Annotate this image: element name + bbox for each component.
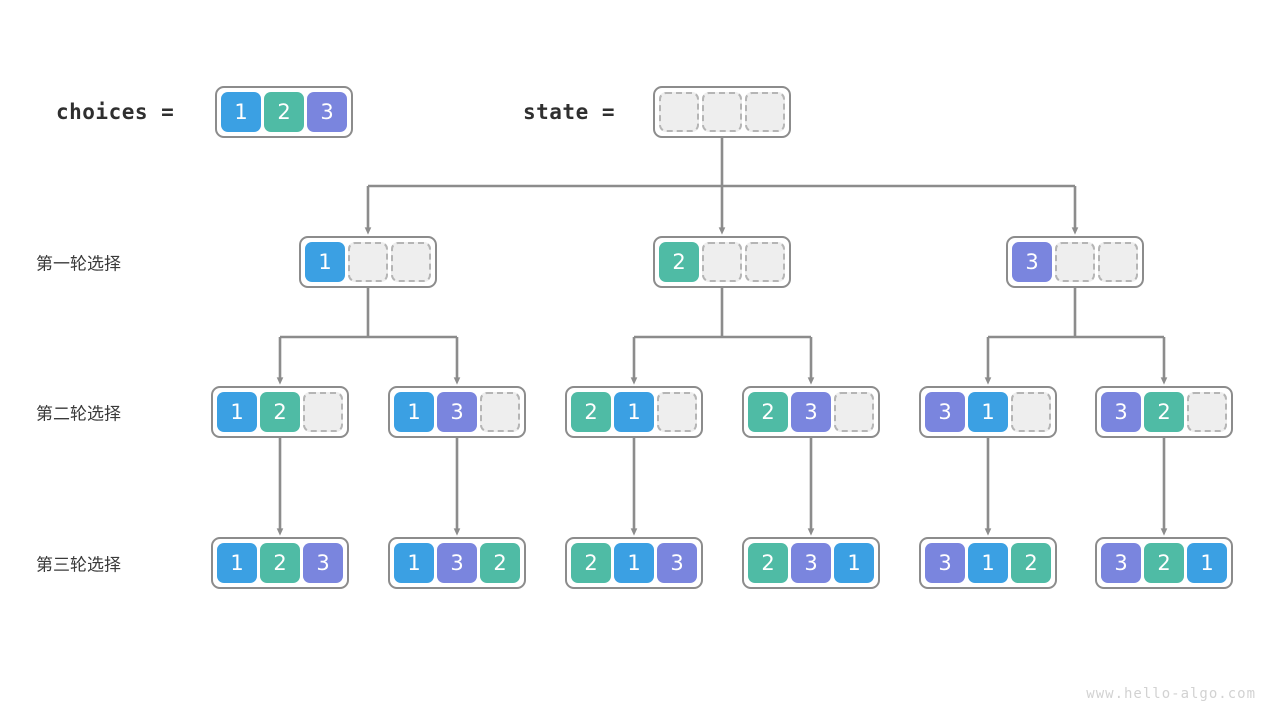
l3-n4-cell-0-value-2: 2 — [748, 543, 788, 583]
l2-n6-cell-2-empty — [1187, 392, 1227, 432]
l2-n6-cell-0-value-3: 3 — [1101, 392, 1141, 432]
l3-n3-cell-0-value-2: 2 — [571, 543, 611, 583]
l1-n3-cell-2-empty — [1098, 242, 1138, 282]
l2-n1-cell-0-value-1: 1 — [217, 392, 257, 432]
l3-n3-cell-1-value-1: 1 — [614, 543, 654, 583]
tree-node-l1-n3: 3 — [1006, 236, 1144, 288]
l3-n6-cell-1-value-2: 2 — [1144, 543, 1184, 583]
l3-n2-cell-2-value-2: 2 — [480, 543, 520, 583]
l3-n1-cell-1-value-2: 2 — [260, 543, 300, 583]
l3-n4-cell-2-value-1: 1 — [834, 543, 874, 583]
row-label-round-2: 第二轮选择 — [36, 404, 121, 425]
l2-n4-cell-1-value-3: 3 — [791, 392, 831, 432]
l2-n3-cell-1-value-1: 1 — [614, 392, 654, 432]
state-cell-1-empty — [702, 92, 742, 132]
l2-n4-cell-2-empty — [834, 392, 874, 432]
l2-n2-cell-1-value-3: 3 — [437, 392, 477, 432]
l3-n5-cell-0-value-3: 3 — [925, 543, 965, 583]
l1-n1-cell-0-value-1: 1 — [305, 242, 345, 282]
state-cell-2-empty — [745, 92, 785, 132]
l1-n1-cell-1-empty — [348, 242, 388, 282]
l3-n6-cell-0-value-3: 3 — [1101, 543, 1141, 583]
l2-n1-cell-1-value-2: 2 — [260, 392, 300, 432]
l3-n4-cell-1-value-3: 3 — [791, 543, 831, 583]
l2-n4-cell-0-value-2: 2 — [748, 392, 788, 432]
state-array — [653, 86, 791, 138]
row-label-round-1: 第一轮选择 — [36, 254, 121, 275]
choices-cell-1-value-2: 2 — [264, 92, 304, 132]
l2-n1-cell-2-empty — [303, 392, 343, 432]
l2-n3-cell-2-empty — [657, 392, 697, 432]
l1-n1-cell-2-empty — [391, 242, 431, 282]
l2-n3-cell-0-value-2: 2 — [571, 392, 611, 432]
l2-n5-cell-0-value-3: 3 — [925, 392, 965, 432]
l3-n2-cell-1-value-3: 3 — [437, 543, 477, 583]
tree-node-l1-n2: 2 — [653, 236, 791, 288]
l1-n3-cell-0-value-3: 3 — [1012, 242, 1052, 282]
l3-n6-cell-2-value-1: 1 — [1187, 543, 1227, 583]
l3-n2-cell-0-value-1: 1 — [394, 543, 434, 583]
tree-node-l1-n1: 1 — [299, 236, 437, 288]
l2-n6-cell-1-value-2: 2 — [1144, 392, 1184, 432]
l3-n1-cell-2-value-3: 3 — [303, 543, 343, 583]
choices-label: choices = — [56, 100, 175, 124]
l2-n2-cell-2-empty — [480, 392, 520, 432]
l3-n5-cell-1-value-1: 1 — [968, 543, 1008, 583]
l1-n2-cell-0-value-2: 2 — [659, 242, 699, 282]
l2-n5-cell-1-value-1: 1 — [968, 392, 1008, 432]
l1-n2-cell-2-empty — [745, 242, 785, 282]
l3-n5-cell-2-value-2: 2 — [1011, 543, 1051, 583]
l1-n3-cell-1-empty — [1055, 242, 1095, 282]
l1-n2-cell-1-empty — [702, 242, 742, 282]
l3-n1-cell-0-value-1: 1 — [217, 543, 257, 583]
l3-n3-cell-2-value-3: 3 — [657, 543, 697, 583]
row-label-round-3: 第三轮选择 — [36, 555, 121, 576]
state-cell-0-empty — [659, 92, 699, 132]
l2-n2-cell-0-value-1: 1 — [394, 392, 434, 432]
choices-cell-0-value-1: 1 — [221, 92, 261, 132]
watermark: www.hello-algo.com — [1086, 686, 1256, 702]
choices-cell-2-value-3: 3 — [307, 92, 347, 132]
state-label: state = — [523, 100, 616, 124]
l2-n5-cell-2-empty — [1011, 392, 1051, 432]
